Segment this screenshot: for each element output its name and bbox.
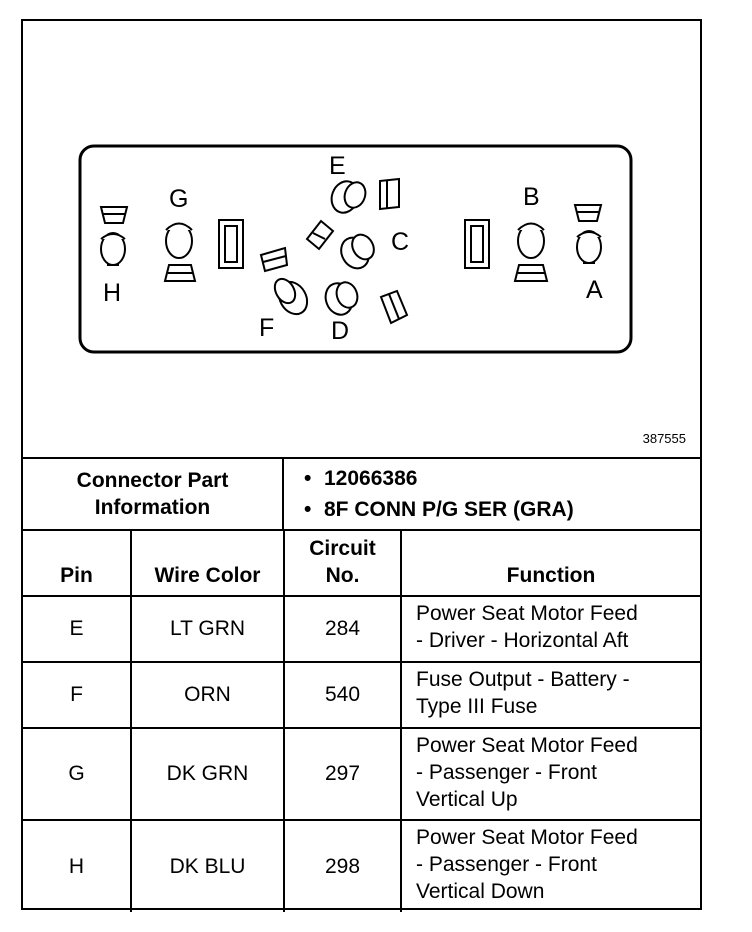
pin-f-terminal [259, 246, 309, 316]
pin-label-d: D [331, 317, 349, 345]
pin-table-header: Pin Wire Color Circuit No. Function [23, 529, 700, 597]
cell-pin: F [23, 661, 132, 729]
connector-description: 8F CONN P/G SER (GRA) [324, 494, 700, 525]
pin-label-h: H [103, 279, 121, 307]
table-row: G DK GRN 297 Power Seat Motor Feed - Pas… [23, 727, 700, 821]
pin-d-terminal [324, 281, 409, 325]
pin-e-terminal [330, 177, 400, 214]
pin-b-terminal [513, 222, 549, 282]
part-number: 12066386 [324, 463, 700, 494]
header-circuit-no: Circuit No. [283, 529, 402, 597]
figure-id: 387555 [642, 431, 686, 446]
cell-wire-color: ORN [130, 661, 285, 729]
cell-circuit: 540 [283, 661, 402, 729]
pin-label-c: C [391, 228, 409, 256]
header-function: Function [400, 529, 700, 597]
cell-pin: H [23, 819, 132, 912]
header-wire-color: Wire Color [130, 529, 285, 597]
cell-wire-color: DK BLU [130, 819, 285, 912]
pin-label-f: F [259, 314, 274, 342]
connector-face-figure: A B C D E F G H 387555 [23, 21, 700, 457]
cell-circuit: 297 [283, 727, 402, 821]
left-latch [218, 219, 244, 269]
pin-a-terminal [573, 204, 603, 264]
cell-wire-color: DK GRN [130, 727, 285, 821]
connector-info-list: 12066386 8F CONN P/G SER (GRA) [284, 459, 700, 529]
center-upper-terminal [305, 219, 335, 251]
table-row: F ORN 540 Fuse Output - Battery - Type I… [23, 661, 700, 729]
connector-diagram-frame: A B C D E F G H 387555 Connector Part In… [21, 19, 702, 912]
cell-circuit: 298 [283, 819, 402, 912]
cell-function: Power Seat Motor Feed - Passenger - Fron… [400, 727, 700, 821]
pin-label-b: B [523, 183, 540, 211]
pin-label-g: G [169, 185, 188, 213]
cell-function: Fuse Output - Battery - Type III Fuse [400, 661, 700, 729]
pin-table: Pin Wire Color Circuit No. Function E LT… [23, 529, 700, 912]
right-latch [464, 219, 490, 269]
header-pin: Pin [23, 529, 132, 597]
pin-c-terminal [340, 233, 375, 270]
pin-label-e: E [329, 152, 346, 180]
connector-info-label: Connector Part Information [23, 459, 284, 529]
cell-pin: G [23, 727, 132, 821]
cell-circuit: 284 [283, 595, 402, 663]
connector-face-drawing: A B C D E F G H [78, 144, 633, 354]
connector-info-row: Connector Part Information 12066386 8F C… [23, 457, 700, 531]
cell-function: Power Seat Motor Feed - Passenger - Fron… [400, 819, 700, 912]
pin-g-terminal [163, 222, 197, 282]
table-row: H DK BLU 298 Power Seat Motor Feed - Pas… [23, 819, 700, 912]
cell-wire-color: LT GRN [130, 595, 285, 663]
cell-pin: E [23, 595, 132, 663]
table-row: E LT GRN 284 Power Seat Motor Feed - Dri… [23, 595, 700, 663]
pin-h-terminal [99, 206, 129, 266]
pin-label-a: A [586, 276, 603, 304]
cell-function: Power Seat Motor Feed - Driver - Horizon… [400, 595, 700, 663]
